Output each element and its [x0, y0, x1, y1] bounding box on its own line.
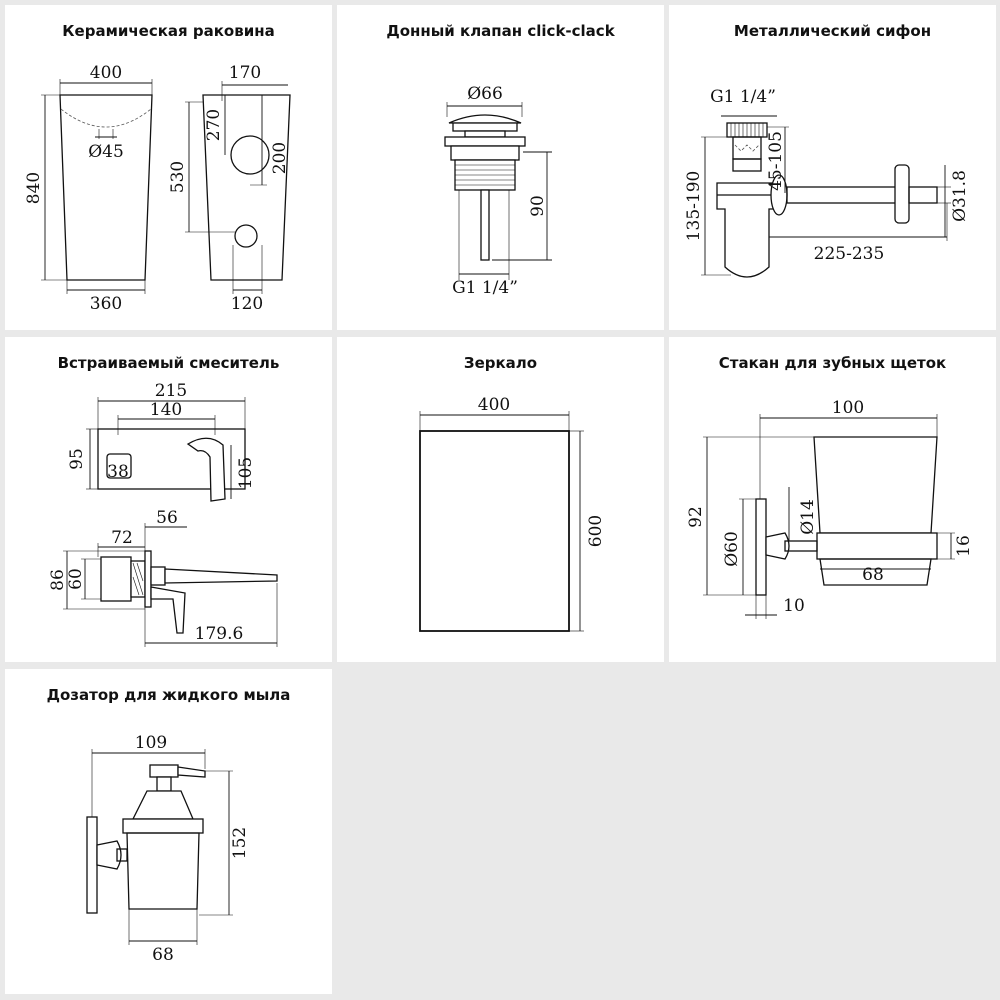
dim-ring: 16: [954, 535, 974, 557]
holder-arm: [765, 532, 790, 560]
dim-drain-diameter: Ø45: [88, 142, 124, 162]
dim-height: 152: [230, 827, 250, 859]
panel-title: Металлический сифон: [733, 22, 932, 40]
mixer-spout-side: [164, 568, 278, 584]
mixer-body-side: [100, 556, 132, 602]
dispenser-nozzle: [177, 766, 206, 778]
dim-width: 400: [478, 395, 510, 415]
holder-wall-flange: [755, 498, 767, 596]
basin-pipe-hole: [234, 224, 258, 248]
holder-ring: [816, 532, 938, 560]
dim-cup-width: 68: [862, 565, 884, 585]
dim-diameter: Ø66: [467, 84, 503, 104]
dim-height: 92: [686, 506, 706, 528]
mixer-plate-side: [144, 550, 152, 608]
dim-width-top: 400: [90, 63, 122, 83]
siphon-bottle: [716, 182, 780, 278]
dim-body: 72: [111, 528, 133, 548]
siphon-inlet: [732, 136, 762, 160]
mirror-drawing: 400 600: [419, 395, 606, 632]
basin-side-outline: [202, 94, 291, 281]
panel-metal-siphon: Металлический сифон G1 1/4” 45-105 135-1…: [669, 5, 996, 330]
valve-flange: [444, 136, 526, 147]
dim-siphon-height: 135-190: [684, 171, 704, 242]
dispenser-bottle: [126, 832, 200, 910]
panel-title: Дозатор для жидкого мыла: [46, 686, 291, 704]
dim-inner-height: 60: [66, 568, 86, 590]
panel-title: Зеркало: [463, 354, 538, 372]
siphon-outlet-pipe: [786, 186, 906, 204]
siphon-drawing: G1 1/4” 45-105 135-190 Ø31.8 225-235: [684, 87, 970, 278]
basin-drawing: 400 Ø45 840 360 170 270 200 530 120: [24, 63, 291, 314]
dim-hole-diameter: 200: [270, 142, 290, 174]
dim-height: 90: [528, 195, 548, 217]
dim-rod-diameter: Ø14: [798, 499, 818, 535]
holder-cup-bottom: [819, 558, 932, 586]
dim-pipe-diameter: 120: [231, 294, 263, 314]
dim-adjust: 45-105: [766, 131, 786, 191]
dispenser-drawing: 109 152 68: [86, 733, 250, 965]
panel-title: Донный клапан click-clack: [386, 22, 615, 40]
dim-width: 100: [832, 398, 864, 418]
dispenser-ring: [122, 818, 204, 834]
dispenser-arm: [96, 840, 122, 870]
panel-mirror: Зеркало 400 600: [337, 337, 664, 662]
dim-depth: 56: [156, 508, 178, 528]
dim-pipe-height: 530: [168, 161, 188, 193]
dim-knob: 38: [107, 462, 129, 482]
dim-length: 225-235: [814, 244, 885, 264]
panel-title: Стакан для зубных щеток: [718, 354, 947, 372]
dim-depth: 170: [229, 63, 261, 83]
panel-drain-valve: Донный клапан click-clack Ø66 90 G1 1/4”: [337, 5, 664, 330]
panel-title: Встраиваемый смеситель: [57, 354, 280, 372]
dim-thread: G1 1/4”: [452, 278, 518, 298]
mixer-plate-front: [97, 428, 246, 490]
mixer-drawing: 215 140 38 95 105 56 72 86 60: [48, 381, 278, 647]
dim-plate-height: 95: [67, 448, 87, 470]
dim-outlet-diameter: Ø31.8: [950, 170, 970, 222]
dispenser-pump-head: [149, 764, 179, 778]
dim-bottle-width: 68: [152, 945, 174, 965]
siphon-wall-flange: [894, 164, 910, 224]
dim-spout-height: 105: [236, 457, 256, 489]
panel-toothbrush-holder: Стакан для зубных щеток 100 92 Ø60 Ø14 1…: [669, 337, 996, 662]
dim-outer-height: 86: [48, 569, 68, 591]
basin-drain-hole: [230, 135, 270, 175]
panel-title: Керамическая раковина: [62, 22, 275, 40]
mirror-outline: [419, 430, 570, 632]
holder-rod: [784, 540, 818, 552]
holder-cup: [813, 436, 938, 534]
basin-bowl-hidden: [60, 108, 152, 128]
panel-built-in-mixer: Встраиваемый смеситель 215 140 38 95 105…: [5, 337, 332, 662]
dispenser-collar: [131, 790, 194, 820]
panel-soap-dispenser: Дозатор для жидкого мыла 109 152 68: [5, 669, 332, 994]
mixer-handle-side: [150, 586, 186, 634]
dim-width-bottom: 360: [90, 294, 122, 314]
dim-plate-width: 215: [155, 381, 187, 401]
valve-stem: [480, 189, 490, 261]
valve-cap: [448, 114, 522, 124]
valve-drawing: Ø66 90 G1 1/4”: [444, 84, 552, 298]
dim-thread: G1 1/4”: [710, 87, 776, 107]
holder-drawing: 100 92 Ø60 Ø14 16 68 10: [686, 398, 974, 619]
dim-flange-diameter: Ø60: [722, 531, 742, 567]
dim-offset: 10: [783, 596, 805, 616]
dim-width: 109: [135, 733, 167, 753]
dim-hole-top: 270: [204, 109, 224, 141]
mixer-knob: [106, 453, 132, 479]
dim-inner-width: 140: [150, 400, 182, 420]
dim-height: 840: [24, 172, 44, 204]
mixer-spout-front: [186, 437, 226, 502]
dispenser-wall-flange: [86, 816, 98, 914]
valve-cap-rim: [452, 122, 518, 132]
dim-height: 600: [586, 515, 606, 547]
dim-spout-length: 179.6: [195, 624, 244, 644]
panel-ceramic-basin: Керамическая раковина 400 Ø45 840 360 17…: [5, 5, 332, 330]
basin-front-outline: [59, 94, 153, 281]
